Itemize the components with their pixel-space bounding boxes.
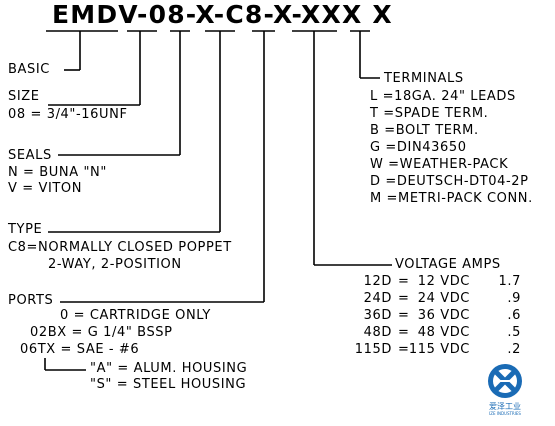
terminal-option: L =18GA. 24" LEADS bbox=[370, 89, 516, 104]
logo-text: 爱泽工业 bbox=[489, 402, 521, 411]
ports-housing-s: "S" = STEEL HOUSING bbox=[90, 377, 247, 392]
voltage-volts: 115 VDC bbox=[408, 342, 470, 357]
terminal-option: M =METRI-PACK CONN. bbox=[370, 191, 533, 206]
voltage-amps: 1.7 bbox=[498, 274, 521, 289]
terminal-option: G =DIN43650 bbox=[370, 140, 467, 155]
type-option: C8=NORMALLY CLOSED POPPET bbox=[8, 240, 232, 255]
size-label: SIZE bbox=[8, 89, 40, 104]
terminal-option: B =BOLT TERM. bbox=[370, 123, 479, 138]
voltage-eq: = bbox=[398, 308, 410, 323]
basic-label: BASIC bbox=[8, 62, 50, 77]
logo-mark-icon bbox=[488, 364, 522, 398]
seals-option-v: V = VITON bbox=[8, 181, 83, 196]
ports-housing-a: "A" = ALUM. HOUSING bbox=[90, 361, 248, 376]
voltage-volts: 24 VDC bbox=[417, 291, 470, 306]
voltage-header: VOLTAGE AMPS bbox=[395, 257, 501, 272]
terminal-option: W =WEATHER-PACK bbox=[370, 157, 509, 172]
seals-label: SEALS bbox=[8, 148, 52, 163]
ports-option-02bx: 02BX = G 1/4" BSSP bbox=[30, 325, 173, 340]
type-option-desc: 2-WAY, 2-POSITION bbox=[48, 257, 182, 272]
ports-option-0: 0 = CARTRIDGE ONLY bbox=[60, 308, 211, 323]
company-logo: 爱泽工业 IZE INDUSTRIES bbox=[470, 362, 540, 416]
terminal-option: T =SPADE TERM. bbox=[370, 106, 489, 121]
voltage-code: 115D bbox=[354, 342, 392, 357]
voltage-code: 12D bbox=[363, 274, 392, 289]
voltage-volts: 12 VDC bbox=[417, 274, 470, 289]
ports-label: PORTS bbox=[8, 293, 54, 308]
logo-subtext: IZE INDUSTRIES bbox=[489, 411, 521, 416]
seals-option-n: N = BUNA "N" bbox=[8, 165, 107, 180]
voltage-code: 48D bbox=[363, 325, 392, 340]
ports-option-06tx: 06TX = SAE - #6 bbox=[20, 342, 140, 357]
terminal-option: D =DEUTSCH-DT04-2P bbox=[370, 174, 529, 189]
voltage-eq: = bbox=[398, 325, 410, 340]
voltage-code: 24D bbox=[363, 291, 392, 306]
part-code: EMDV-08-X-C8-X-XXX X bbox=[52, 0, 393, 29]
voltage-amps: .9 bbox=[507, 291, 521, 306]
voltage-amps: .5 bbox=[507, 325, 521, 340]
voltage-amps: .6 bbox=[507, 308, 521, 323]
voltage-volts: 36 VDC bbox=[417, 308, 470, 323]
voltage-code: 36D bbox=[363, 308, 392, 323]
voltage-eq: = bbox=[398, 342, 410, 357]
type-label: TYPE bbox=[8, 222, 43, 237]
voltage-eq: = bbox=[398, 291, 410, 306]
terminals-label: TERMINALS bbox=[384, 71, 464, 86]
voltage-eq: = bbox=[398, 274, 410, 289]
voltage-volts: 48 VDC bbox=[417, 325, 470, 340]
voltage-amps: .2 bbox=[507, 342, 521, 357]
size-option: 08 = 3/4"-16UNF bbox=[8, 107, 128, 122]
